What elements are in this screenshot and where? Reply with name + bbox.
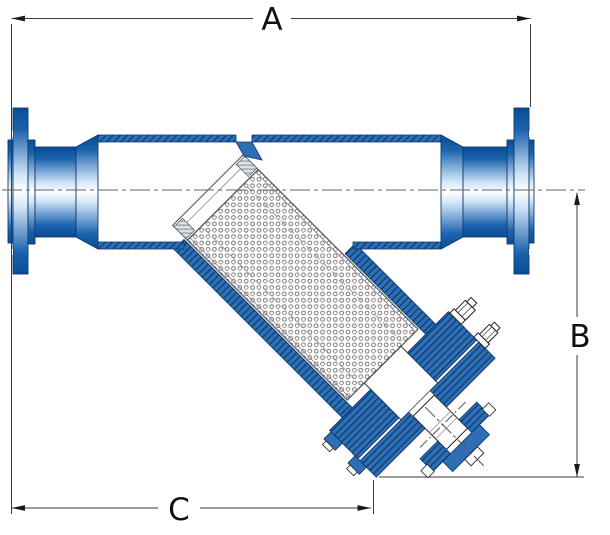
screen-seat-lower (173, 217, 196, 240)
left-cone (75, 134, 99, 250)
left-bolt-hole-bottom (8, 249, 13, 255)
pipe-wall-top-right (251, 134, 442, 143)
screen-hidden-line-2 (204, 228, 360, 385)
flange-bolt-1 (449, 296, 478, 326)
right-cone (440, 134, 464, 250)
drain-cross-centerline (419, 401, 466, 448)
dim-label-c: C (168, 492, 190, 528)
dimension-arrows (11, 15, 580, 511)
left-raised-face (7, 139, 14, 244)
dim-label-b: B (569, 319, 590, 355)
right-bolt-hole-bottom (529, 249, 534, 255)
screen-seat-upper (235, 155, 258, 178)
branch-weld-wedge (235, 141, 263, 161)
strainer-branch (171, 153, 501, 479)
arrow-b-bottom (574, 464, 580, 477)
right-flange-hub (506, 139, 515, 245)
drain-bolt-1 (481, 402, 497, 417)
dim-label-a: A (261, 2, 282, 38)
screen-hidden-line-1 (246, 186, 403, 342)
flange-bolt-2 (473, 321, 501, 350)
arrow-b-top (574, 192, 580, 205)
drain-axis-centerline (424, 406, 486, 468)
drain-bolt-2 (420, 463, 435, 479)
left-flange-plate (12, 107, 29, 275)
arrow-c-right (357, 505, 371, 511)
dimension-lines (11, 18, 584, 514)
body-flange-upper (406, 310, 478, 382)
pipe-wall-top-left (97, 134, 237, 143)
bolt-end-2 (346, 464, 358, 477)
body-flange-lower (328, 388, 400, 460)
left-flange-hub (27, 139, 36, 245)
right-bolt-hole-top (529, 131, 534, 137)
right-raised-face (528, 139, 535, 244)
arrow-a-right (517, 15, 531, 22)
arrow-c-left (11, 505, 25, 511)
pipe-wall-bottom-left (97, 241, 185, 250)
right-flange-plate (513, 107, 530, 275)
left-flange-neck (34, 146, 77, 238)
pipe-wall-bottom-right (352, 241, 442, 250)
right-flange (440, 107, 535, 275)
bolt-end-1 (321, 440, 334, 453)
left-flange (7, 107, 99, 275)
arrow-a-left (11, 15, 25, 22)
right-flange-neck (462, 146, 508, 238)
left-bolt-hole-top (8, 131, 13, 137)
